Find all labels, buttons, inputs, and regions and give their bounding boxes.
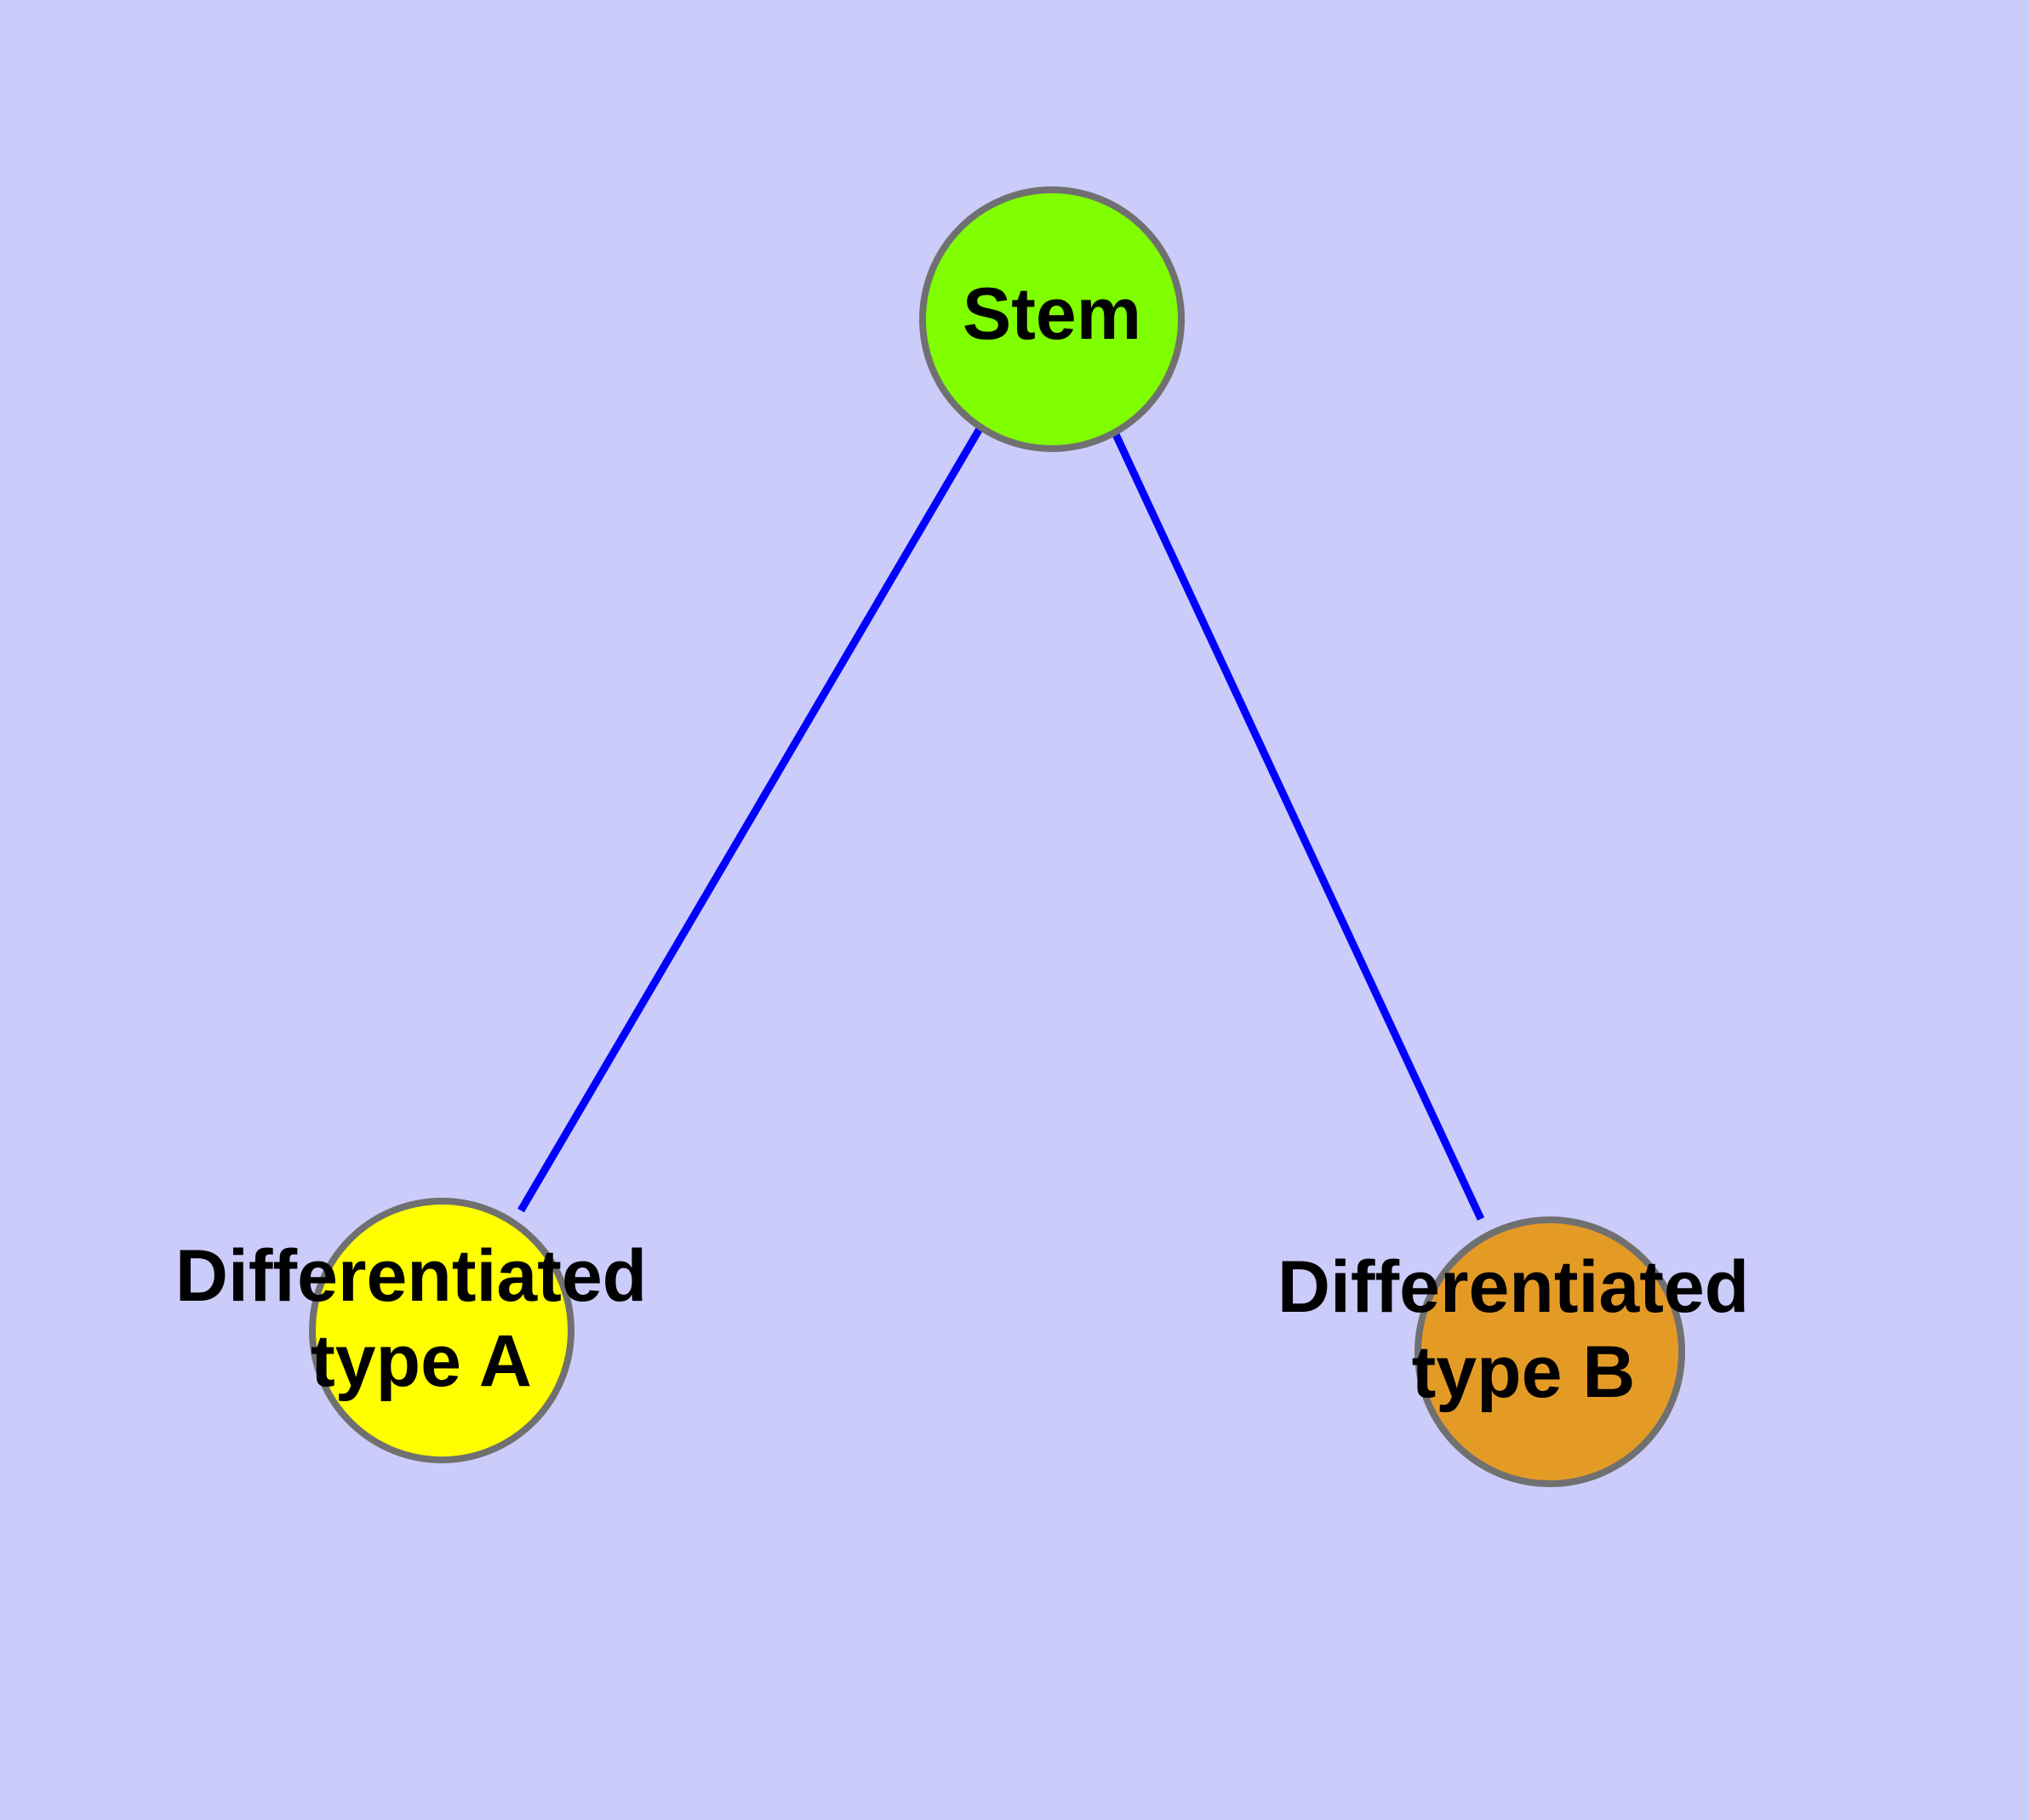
node-differentiated-type-b-label-line2: type B — [1412, 1331, 1636, 1413]
edges-group — [517, 425, 1485, 1221]
node-differentiated-type-b-label: Differentiated type B — [1277, 1246, 1769, 1413]
node-differentiated-type-b[interactable] — [1415, 1216, 1685, 1487]
node-differentiated-type-b-label-line1: Differentiated — [1277, 1246, 1749, 1328]
edge-stem-to-type-b[interactable] — [1110, 429, 1485, 1221]
node-differentiated-type-a-label-line2: type A — [311, 1320, 532, 1402]
labels-group: Stem Differentiated type A Differentiate… — [175, 273, 1769, 1413]
node-stem-label-line1: Stem — [963, 273, 1141, 355]
node-stem-label: Stem — [963, 273, 1141, 355]
node-differentiated-type-a-circle[interactable] — [309, 1198, 574, 1463]
node-differentiated-type-a-label-line1: Differentiated — [175, 1235, 647, 1317]
node-differentiated-type-a-label: Differentiated type A — [175, 1235, 667, 1402]
node-stem-circle[interactable] — [919, 186, 1185, 452]
node-stem[interactable] — [919, 186, 1185, 452]
nodes-group — [309, 186, 1685, 1487]
node-differentiated-type-a[interactable] — [309, 1198, 574, 1463]
edge-stem-to-type-a[interactable] — [517, 425, 984, 1213]
node-differentiated-type-b-circle[interactable] — [1415, 1216, 1685, 1487]
